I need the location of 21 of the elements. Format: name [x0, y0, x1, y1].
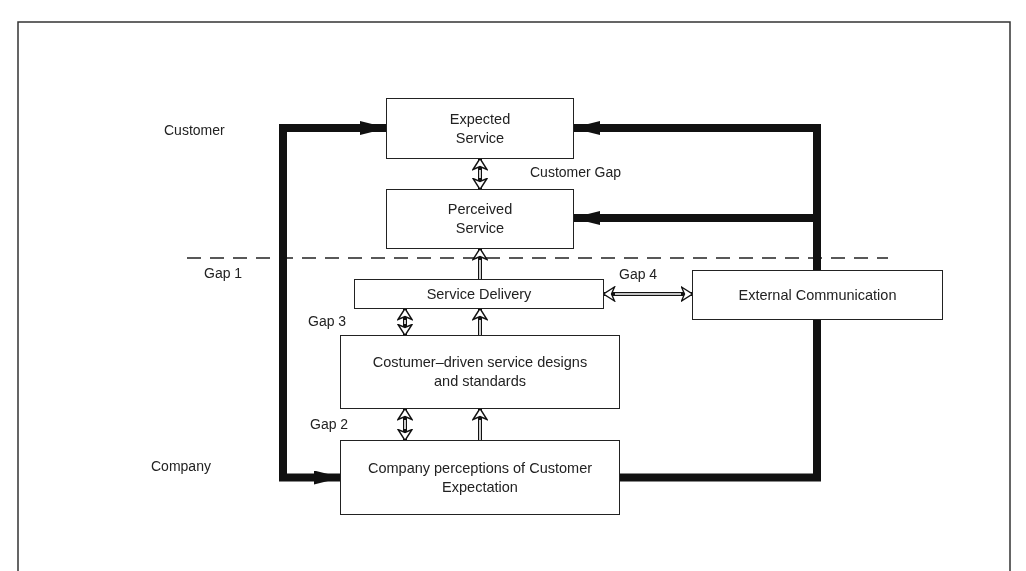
- hollow-arrow: [472, 407, 488, 440]
- edge-label: Gap 3: [306, 313, 349, 329]
- hollow-arrow: [472, 307, 488, 335]
- process-box: Company perceptions of Customer Expectation: [340, 440, 620, 515]
- process-box: External Communication: [692, 270, 943, 320]
- hollow-arrow: [397, 307, 413, 337]
- hollow-arrow: [602, 286, 694, 302]
- edge-label: Gap 2: [308, 416, 351, 432]
- group-label: Customer: [162, 122, 227, 138]
- hollow-arrow: [472, 247, 488, 279]
- arrow: [279, 121, 388, 485]
- process-box: Costumer–driven service designs and standards: [340, 335, 620, 409]
- process-box: Service Delivery: [354, 279, 604, 309]
- process-box: Perceived Service: [386, 189, 574, 249]
- edge-label: Customer Gap: [528, 164, 624, 180]
- hollow-arrow: [397, 407, 413, 442]
- process-box: Expected Service: [386, 98, 574, 159]
- group-label: Company: [149, 458, 213, 474]
- hollow-arrow: [472, 157, 488, 191]
- gap-label: Gap 1: [202, 265, 245, 281]
- edge-label: Gap 4: [617, 266, 660, 282]
